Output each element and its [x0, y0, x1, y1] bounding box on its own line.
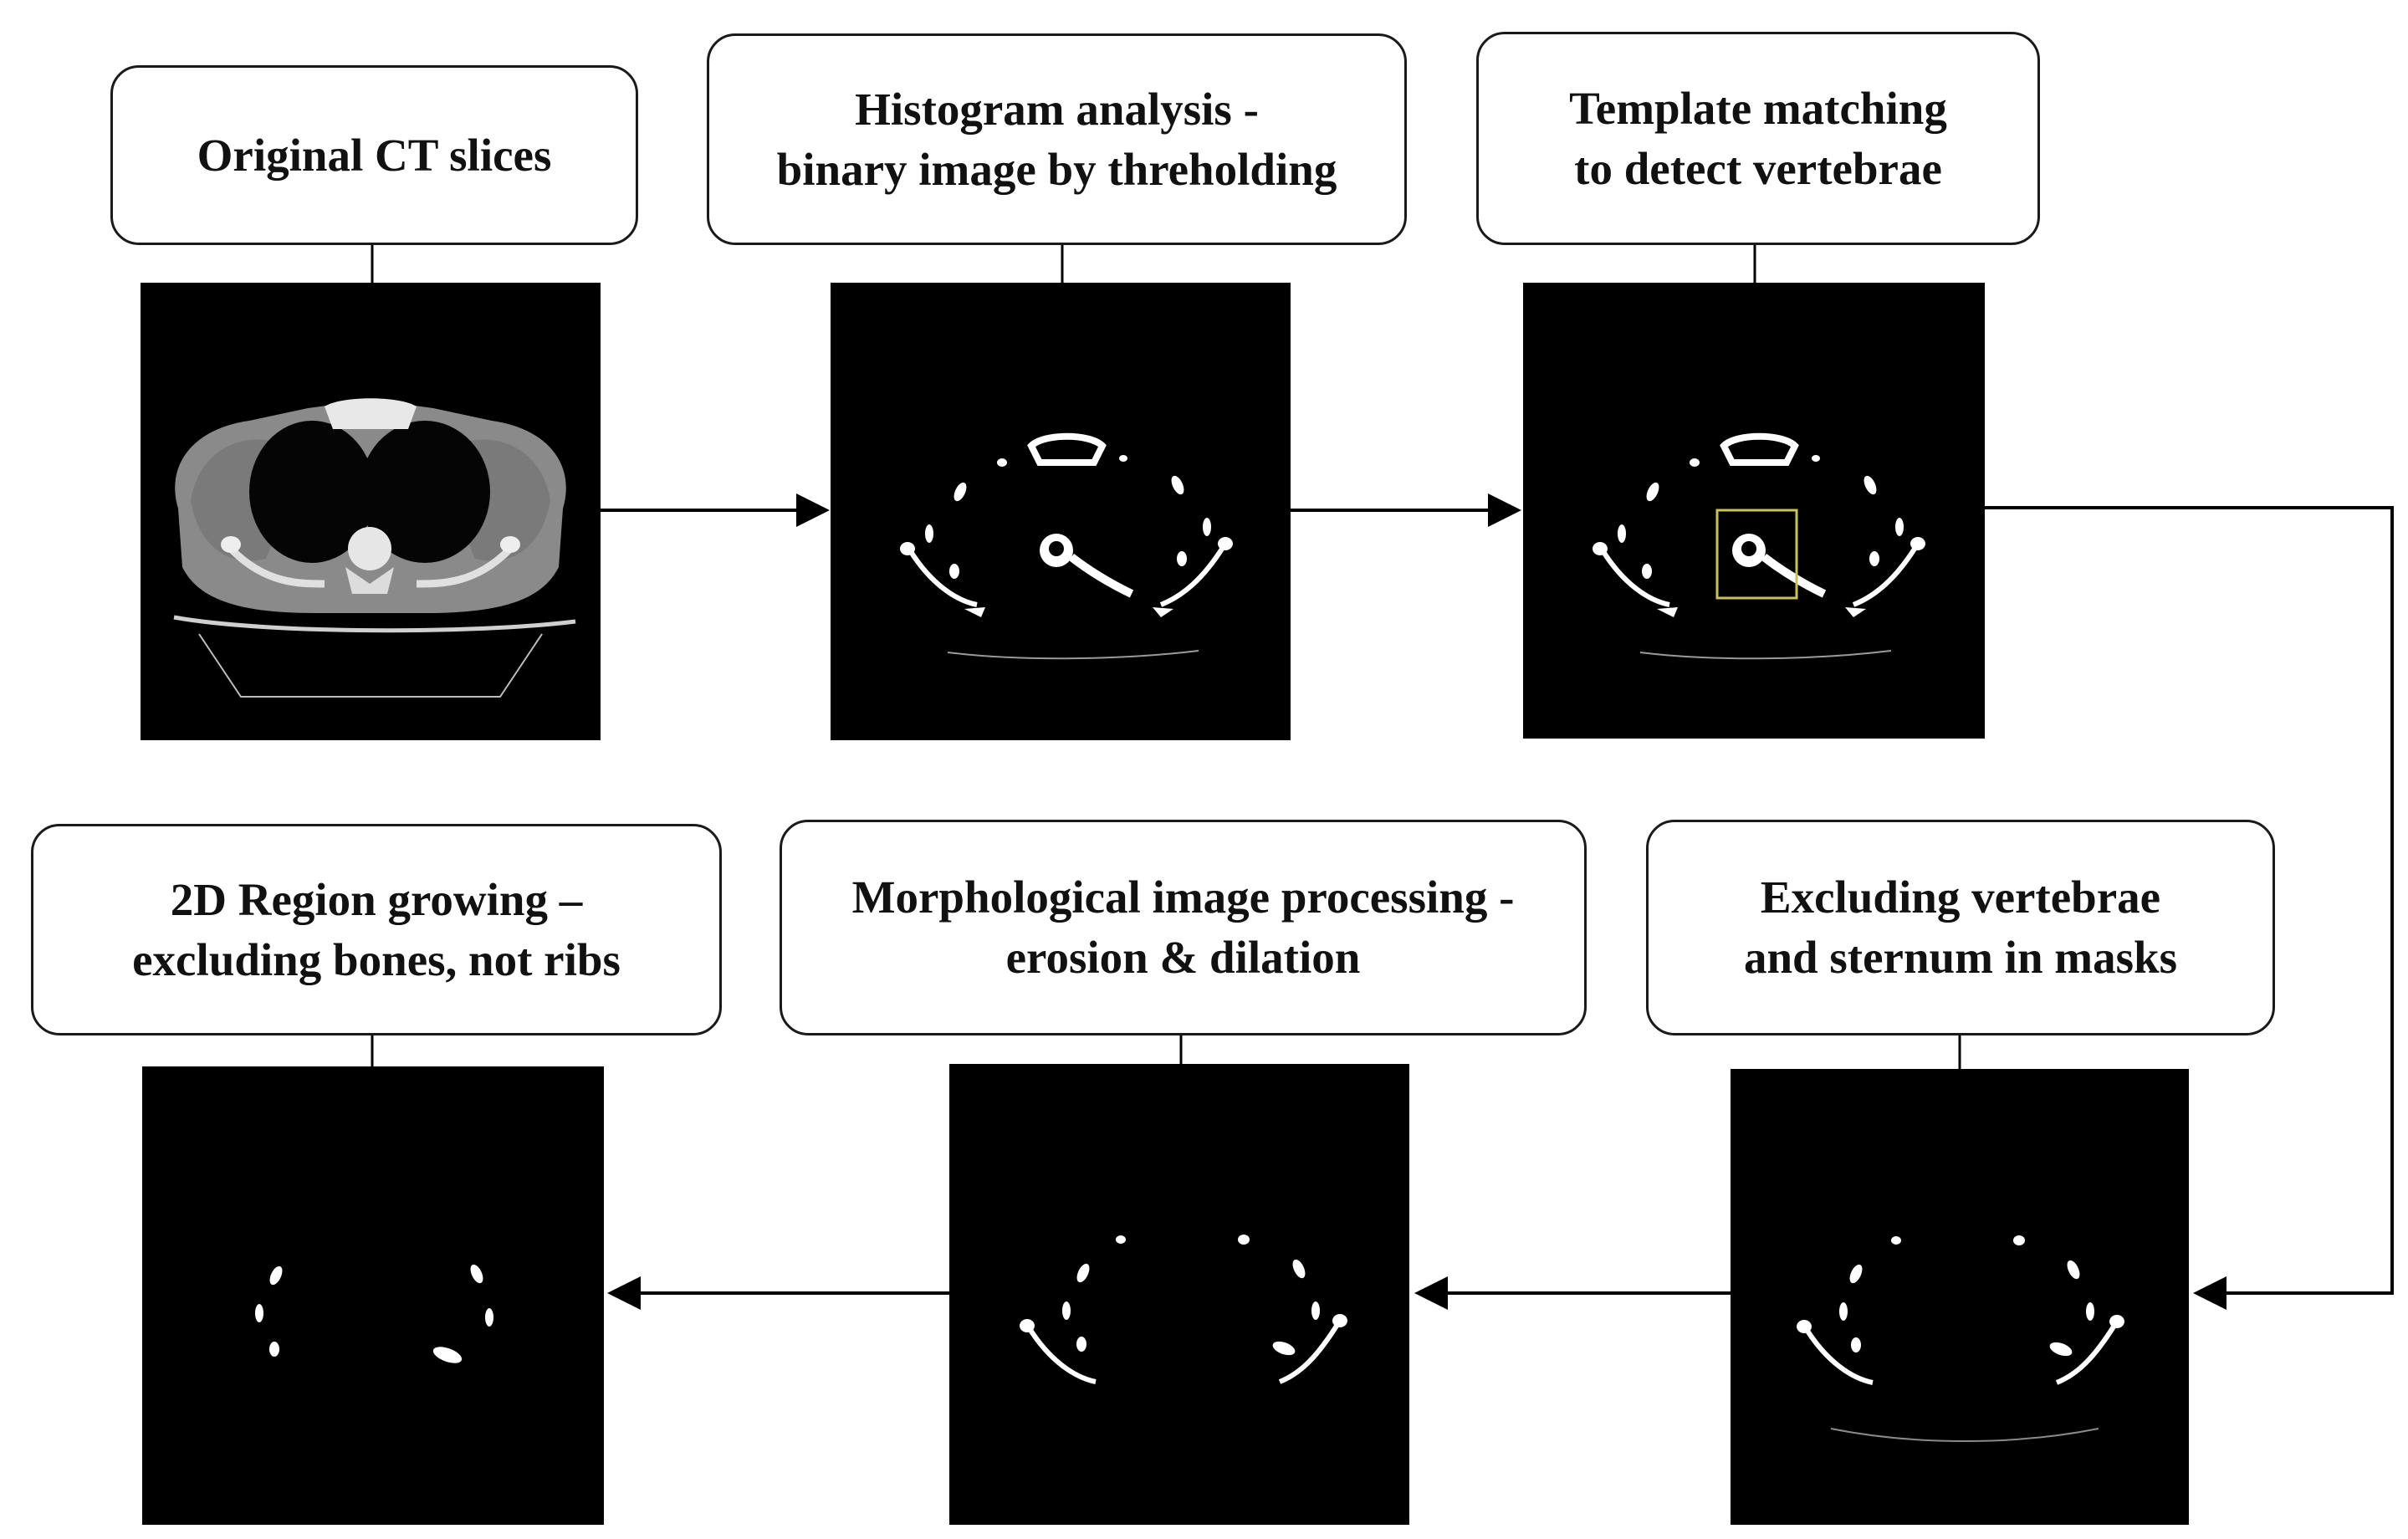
ct-mask-region-growing [142, 1066, 604, 1525]
binary-drawing [900, 432, 1233, 660]
step-label-line1: Original CT slices [197, 129, 552, 181]
step-label-line1: Histogram analysis - [855, 83, 1259, 135]
step-label-line2: erosion & dilation [1005, 932, 1361, 983]
mask6-drawing [255, 1264, 493, 1363]
mask5-drawing [1020, 1235, 1347, 1384]
step-label-line2: binary image by threholding [776, 143, 1337, 195]
step-box-morphological: Morphological image processing - erosion… [780, 820, 1587, 1035]
mask4-drawing [1797, 1235, 2124, 1442]
step-label-line1: Morphological image processing - [851, 872, 1515, 923]
step-box-region-growing: 2D Region growing – excluding bones, not… [31, 824, 722, 1035]
step-box-excluding-vertebrae: Excluding vertebrae and sternum in masks [1646, 820, 2275, 1035]
step-box-template-matching: Template matching to detect vertebrae [1476, 32, 2040, 245]
step-label-line2: and sternum in masks [1743, 932, 2178, 983]
ct-image-binary [831, 283, 1291, 740]
ct-mask-morphological [949, 1064, 1409, 1525]
step-label-line1: 2D Region growing – [170, 873, 583, 925]
step-box-histogram: Histogram analysis - binary image by thr… [707, 33, 1407, 245]
step-label-line2: excluding bones, not ribs [132, 933, 621, 985]
ct-original-drawing [173, 398, 576, 698]
ct-image-template-matching [1523, 283, 1985, 739]
ct-mask-excluding-vertebrae [1731, 1069, 2189, 1525]
step-box-original-ct: Original CT slices [110, 65, 638, 245]
template-drawing [1593, 432, 1925, 660]
step-label-line1: Template matching [1569, 82, 1947, 134]
vertebra-detection-box [1715, 509, 1798, 600]
ct-image-original [141, 283, 601, 740]
step-label-line1: Excluding vertebrae [1760, 872, 2161, 923]
step-label-line2: to detect vertebrae [1574, 142, 1942, 194]
